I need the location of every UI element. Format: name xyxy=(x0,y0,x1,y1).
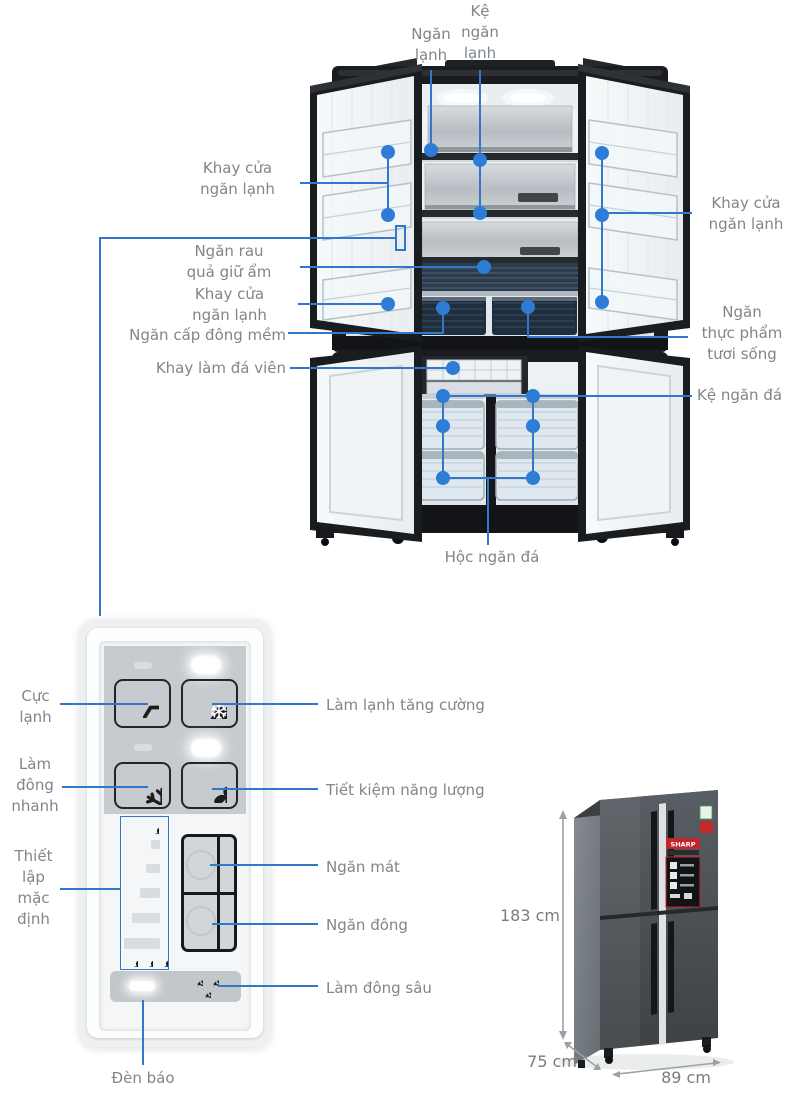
dimension-width: 89 cm xyxy=(661,1068,711,1087)
fridge-door-left xyxy=(310,64,422,342)
label-lam-dong-nhanh: Làm đông nhanh xyxy=(11,755,59,815)
brand-logo: SHARP xyxy=(671,841,696,849)
label-khay-cua-ngan-lanh-right: Khay cửa ngăn lạnh xyxy=(708,194,784,233)
door-stickers: SHARP xyxy=(665,805,713,908)
freeze-zone-button[interactable] xyxy=(186,906,216,936)
door-split xyxy=(600,906,718,920)
humidity-crisper-drawer xyxy=(398,263,602,296)
level-bar-2 xyxy=(146,864,160,873)
led-ceiling-lights xyxy=(436,89,554,107)
label-khay-cua-ngan-lanh-bottom-left: Khay cửa ngăn lạnh xyxy=(192,285,267,324)
label-lam-dong-sau: Làm đông sâu xyxy=(326,979,432,997)
default-setting-region xyxy=(120,816,169,970)
upper-base xyxy=(332,336,668,350)
shelf-glass-edge xyxy=(349,160,651,162)
closed-fridge-illustration: SHARP xyxy=(558,790,734,1078)
status-led xyxy=(129,981,155,991)
grid-divider xyxy=(184,892,234,895)
open-fridge-illustration xyxy=(310,58,690,546)
fan-icon xyxy=(140,954,153,967)
label-ngan-rau-qua: Ngăn rau quả giữ ẩm xyxy=(186,242,272,281)
freezer-door-left xyxy=(310,346,422,546)
level-bar-4 xyxy=(132,913,160,923)
label-ngan-dong: Ngăn đông xyxy=(326,916,408,934)
indicator-dash xyxy=(134,744,152,751)
fan-icon xyxy=(125,954,138,967)
metal-back-panel xyxy=(427,105,573,153)
freezer-divider xyxy=(486,362,496,510)
leaf-icon xyxy=(193,769,227,803)
label-khay-cua-ngan-lanh-top-left: Khay cửa ngăn lạnh xyxy=(200,159,275,198)
label-den-bao: Đèn báo xyxy=(111,1069,175,1087)
cool-zone-button[interactable] xyxy=(186,850,216,880)
glass-shelf-2 xyxy=(349,210,651,217)
level-bar-3 xyxy=(140,888,160,898)
label-ngan-cap-dong-mem: Ngăn cấp đông mềm xyxy=(129,326,286,344)
panel-lip xyxy=(428,147,572,152)
bin-lips xyxy=(588,141,678,301)
led-indicator-on xyxy=(192,740,220,756)
fridge-door-right xyxy=(578,64,690,342)
dimension-height: 183 cm xyxy=(499,906,560,925)
dimension-arrows xyxy=(559,810,721,1078)
metal-back-panel-2 xyxy=(424,163,576,211)
ice-maker xyxy=(420,356,528,396)
fan-icon xyxy=(146,821,159,834)
dimension-depth: 75 cm xyxy=(527,1052,577,1071)
label-khay-lam-da-vien: Khay làm đá viên xyxy=(155,359,286,377)
panel-lip-2 xyxy=(425,205,575,209)
snowflake-icon xyxy=(124,767,162,805)
vent-slot xyxy=(518,193,558,202)
label-ke-ngan-da: Kệ ngăn đá xyxy=(697,386,783,404)
label-ngan-mat: Ngăn mát xyxy=(326,858,400,876)
brand-banner xyxy=(666,838,700,849)
indicator-dash xyxy=(134,662,152,669)
level-bar-5 xyxy=(124,938,160,949)
level-bar-1 xyxy=(151,840,160,849)
shelf-glass-edge-2 xyxy=(349,217,651,219)
fan-icon xyxy=(155,954,168,967)
label-cuc-lanh: Cực lạnh xyxy=(19,687,52,726)
label-hoc-ngan-da: Hộc ngăn đá xyxy=(444,548,540,566)
label-ngan-thuc-pham: Ngăn thực phẩm tươi sống xyxy=(701,303,783,363)
label-tiet-kiem-nang-luong: Tiết kiệm năng lượng xyxy=(326,781,485,799)
hexagon-icon xyxy=(127,690,159,718)
door-gap xyxy=(659,803,666,1045)
closed-fridge-body: SHARP xyxy=(574,790,718,1068)
label-lam-lanh-tang-cuong: Làm lạnh tăng cường xyxy=(326,696,485,714)
vent-slot-2 xyxy=(520,247,560,255)
hexagon-snowflake-icon xyxy=(193,689,227,719)
quick-freeze-button[interactable] xyxy=(114,762,171,809)
led-indicator-on xyxy=(192,657,220,673)
glass-shelf-3 xyxy=(349,257,651,263)
intensive-cool-button[interactable] xyxy=(181,679,238,728)
fridge-feet xyxy=(578,1037,711,1068)
fresh-food-drawer xyxy=(492,297,577,335)
control-panel xyxy=(79,619,271,1047)
label-ngan-lanh: Ngăn lạnh xyxy=(411,25,451,64)
energy-save-button[interactable] xyxy=(181,762,238,809)
temperature-selector-grid[interactable] xyxy=(181,834,237,952)
label-ke-ngan-lanh: Kệ ngăn lạnh xyxy=(461,2,499,62)
glass-shelf-1 xyxy=(349,153,651,160)
snowflake-icon xyxy=(198,985,211,998)
label-thiet-lap-mac-dinh: Thiết lập mặc định xyxy=(14,847,53,928)
freezer-door-right xyxy=(578,346,690,546)
express-cool-button[interactable] xyxy=(114,679,171,728)
